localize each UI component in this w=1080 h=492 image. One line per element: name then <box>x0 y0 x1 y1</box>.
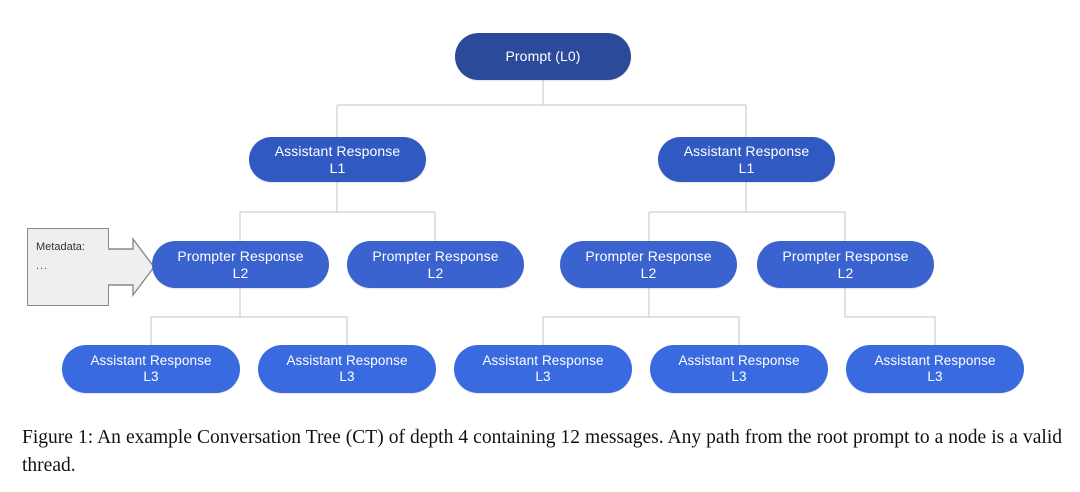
node-prompter-response-l2-2[interactable]: Prompter Response L2 <box>347 241 524 288</box>
node-assistant-response-l3-2[interactable]: Assistant Response L3 <box>258 345 436 393</box>
node-assistant-response-l3-3[interactable]: Assistant Response L3 <box>454 345 632 393</box>
node-prompter-response-l2-1[interactable]: Prompter Response L2 <box>152 241 329 288</box>
node-assistant-response-l1-1[interactable]: Assistant Response L1 <box>249 137 426 182</box>
connector-l2-4-elbow <box>844 288 936 345</box>
metadata-arrow-icon <box>108 237 155 297</box>
node-assistant-response-l3-5[interactable]: Assistant Response L3 <box>846 345 1024 393</box>
node-assistant-response-l3-4[interactable]: Assistant Response L3 <box>650 345 828 393</box>
figure-caption: Figure 1: An example Conversation Tree (… <box>22 427 1062 476</box>
node-assistant-response-l3-1[interactable]: Assistant Response L3 <box>62 345 240 393</box>
node-prompter-response-l2-4[interactable]: Prompter Response L2 <box>757 241 934 288</box>
node-assistant-response-l1-2[interactable]: Assistant Response L1 <box>658 137 835 182</box>
metadata-callout-body: ... <box>36 260 49 272</box>
conversation-tree-figure: Metadata: ... Prompt (L0) Assistant Resp… <box>27 33 1024 393</box>
metadata-callout: Metadata: ... <box>27 228 109 306</box>
metadata-callout-title: Metadata: <box>36 241 85 253</box>
node-prompter-response-l2-3[interactable]: Prompter Response L2 <box>560 241 737 288</box>
node-prompt-l0[interactable]: Prompt (L0) <box>455 33 631 80</box>
tree-connectors <box>150 80 936 345</box>
